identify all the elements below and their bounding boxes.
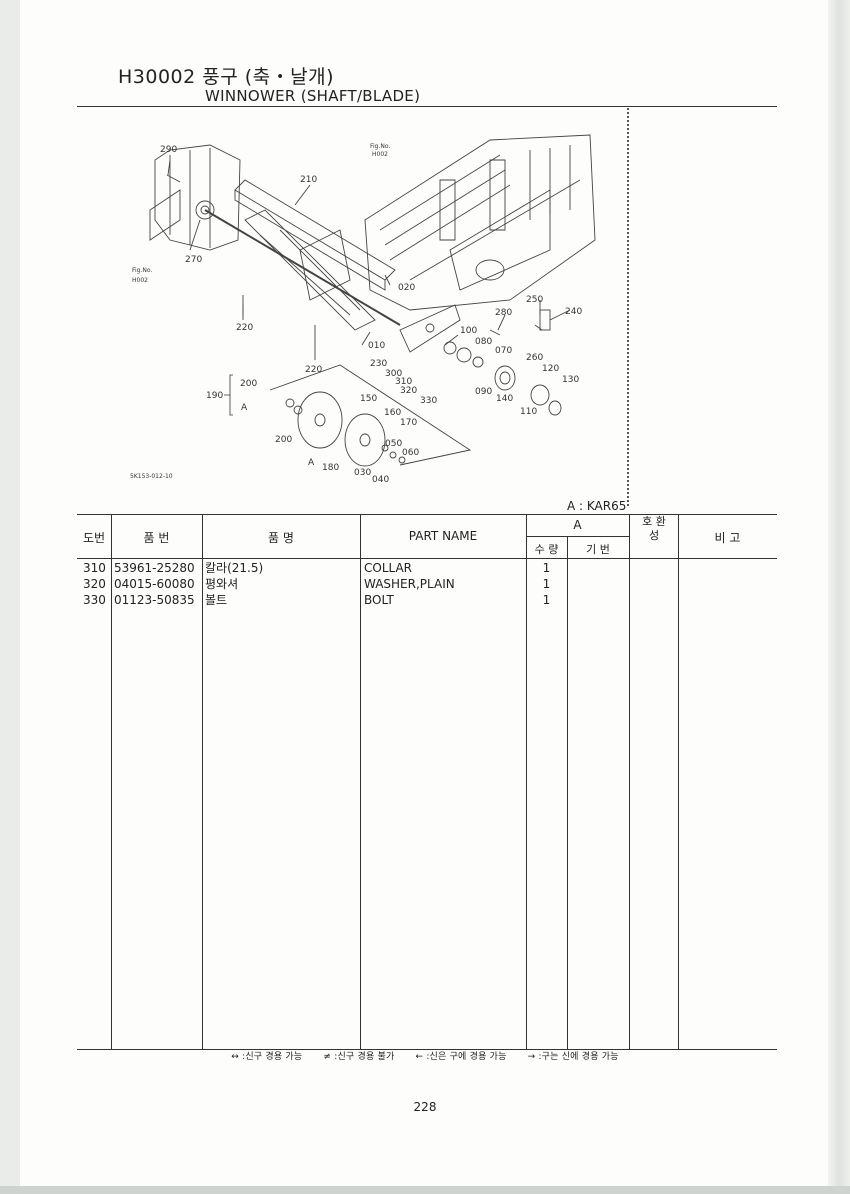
callout-label: 060	[402, 448, 419, 458]
callout-label: 180	[322, 463, 339, 473]
cell-qty: 1	[542, 561, 551, 575]
callout-label: A	[308, 458, 315, 468]
callout-label: 220	[236, 323, 253, 333]
callout-label: 260	[526, 353, 543, 363]
callout-label: 270	[185, 255, 202, 265]
column-divider	[360, 514, 361, 1049]
callout-label: 080	[475, 337, 492, 347]
callout-label: 200	[240, 379, 257, 389]
callout-label: 100	[460, 326, 477, 336]
drawing-code: 5K153-012-10	[130, 473, 173, 480]
header-interchange: 호 환 성	[642, 515, 666, 542]
header-part-name-kr: 품 명	[268, 531, 294, 545]
column-divider	[629, 514, 630, 1049]
header-model: 기 번	[586, 543, 610, 556]
callout-label: Fig.No.	[132, 267, 152, 274]
callout-label: 330	[420, 396, 437, 406]
column-divider	[111, 514, 112, 1049]
callout-label: A	[241, 403, 248, 413]
callout-label: 020	[398, 283, 415, 293]
cell-ref: 320	[83, 577, 106, 591]
cell-name-en: WASHER,PLAIN	[364, 577, 455, 591]
callout-label: 310	[395, 377, 412, 387]
scan-edge	[828, 0, 850, 1194]
table-border-top	[77, 514, 777, 515]
callout-label: 240	[565, 307, 582, 317]
callout-label: 160	[384, 408, 401, 418]
exploded-parts-diagram: 290 210 Fig.No. H002 270 Fig.No. H002 22…	[110, 120, 630, 490]
cell-name-kr: 평와셔	[205, 577, 239, 591]
header-remarks: 비 고	[714, 531, 741, 545]
column-divider	[567, 536, 568, 1049]
callout-label: 170	[400, 418, 417, 428]
table-header-bottom	[77, 558, 777, 559]
callout-label: 210	[300, 175, 317, 185]
cell-ref: 310	[83, 561, 106, 575]
callout-label: 290	[160, 145, 177, 155]
legend-item: → :구는 신에 경용 가능	[527, 1052, 619, 1062]
callout-label: 230	[370, 359, 387, 369]
cell-name-en: COLLAR	[364, 561, 413, 575]
cell-name-kr: 칼라(21.5)	[205, 561, 264, 575]
cell-ref: 330	[83, 593, 106, 607]
header-part-no: 품 번	[143, 531, 170, 545]
callout-label: 220	[305, 365, 322, 375]
parts-table: 도번 품 번 품 명 PART NAME A 수 량 기 번 호 환 성 비 고…	[77, 514, 777, 1050]
header-qty: 수 량	[534, 543, 559, 556]
callout-label: 070	[495, 346, 512, 356]
callout-label: 150	[360, 394, 377, 404]
callout-label: 190	[206, 391, 223, 401]
callout-label: H002	[132, 277, 148, 284]
callout-label: 300	[385, 369, 402, 379]
callout-label: 120	[542, 364, 559, 374]
callout-label: 250	[526, 295, 543, 305]
callout-label: 040	[372, 475, 389, 485]
cell-part-no: 04015-60080	[114, 577, 195, 591]
cell-qty: 1	[542, 593, 551, 607]
callout-label: H002	[372, 151, 388, 158]
page-title: H30002 풍구 (축・날개)	[118, 66, 335, 88]
callout-label: 280	[495, 308, 512, 318]
callout-label: 090	[475, 387, 492, 397]
cell-name-kr: 볼트	[205, 593, 228, 607]
title-divider	[77, 106, 777, 107]
table-border-bottom	[77, 1049, 777, 1050]
header-part-name-en: PART NAME	[408, 529, 478, 543]
callout-label: 320	[400, 386, 417, 396]
cell-name-en: BOLT	[364, 593, 394, 607]
callout-label: 110	[520, 407, 537, 417]
callout-label: 010	[368, 341, 385, 351]
dotted-divider	[627, 108, 629, 506]
variant-note: A : KAR65	[567, 499, 627, 513]
callout-label: 050	[385, 439, 402, 449]
header-ref-no: 도번	[82, 531, 106, 545]
diagram-callouts: 290 210 Fig.No. H002 270 Fig.No. H002 22…	[130, 143, 582, 485]
header-group-a: A	[573, 518, 582, 532]
cell-part-no: 53961-25280	[114, 561, 195, 575]
page-number: 228	[413, 1100, 437, 1114]
legend-item: ← :신은 구에 경용 가능	[415, 1052, 507, 1062]
callout-label: Fig.No.	[370, 143, 390, 150]
column-divider	[678, 514, 679, 1049]
cell-part-no: 01123-50835	[114, 593, 195, 607]
column-divider	[202, 514, 203, 1049]
callout-label: 030	[354, 468, 371, 478]
table-subheader-line	[526, 536, 629, 537]
parts-illustration: 290 210 Fig.No. H002 270 Fig.No. H002 22…	[130, 134, 596, 485]
page-subtitle: WINNOWER (SHAFT/BLADE)	[205, 87, 421, 105]
compatibility-legend: ↔ :신구 경용 가능 ≠ :신구 경용 불가 ← :신은 구에 경용 가능 →…	[0, 1049, 850, 1062]
callout-label: 200	[275, 435, 292, 445]
scan-bottom-edge	[0, 1186, 850, 1194]
column-divider	[526, 514, 527, 1049]
legend-item: ≠ :신구 경용 불가	[323, 1052, 395, 1062]
callout-label: 130	[562, 375, 579, 385]
callout-label: 140	[496, 394, 513, 404]
cell-qty: 1	[542, 577, 551, 591]
legend-item: ↔ :신구 경용 가능	[231, 1052, 303, 1062]
